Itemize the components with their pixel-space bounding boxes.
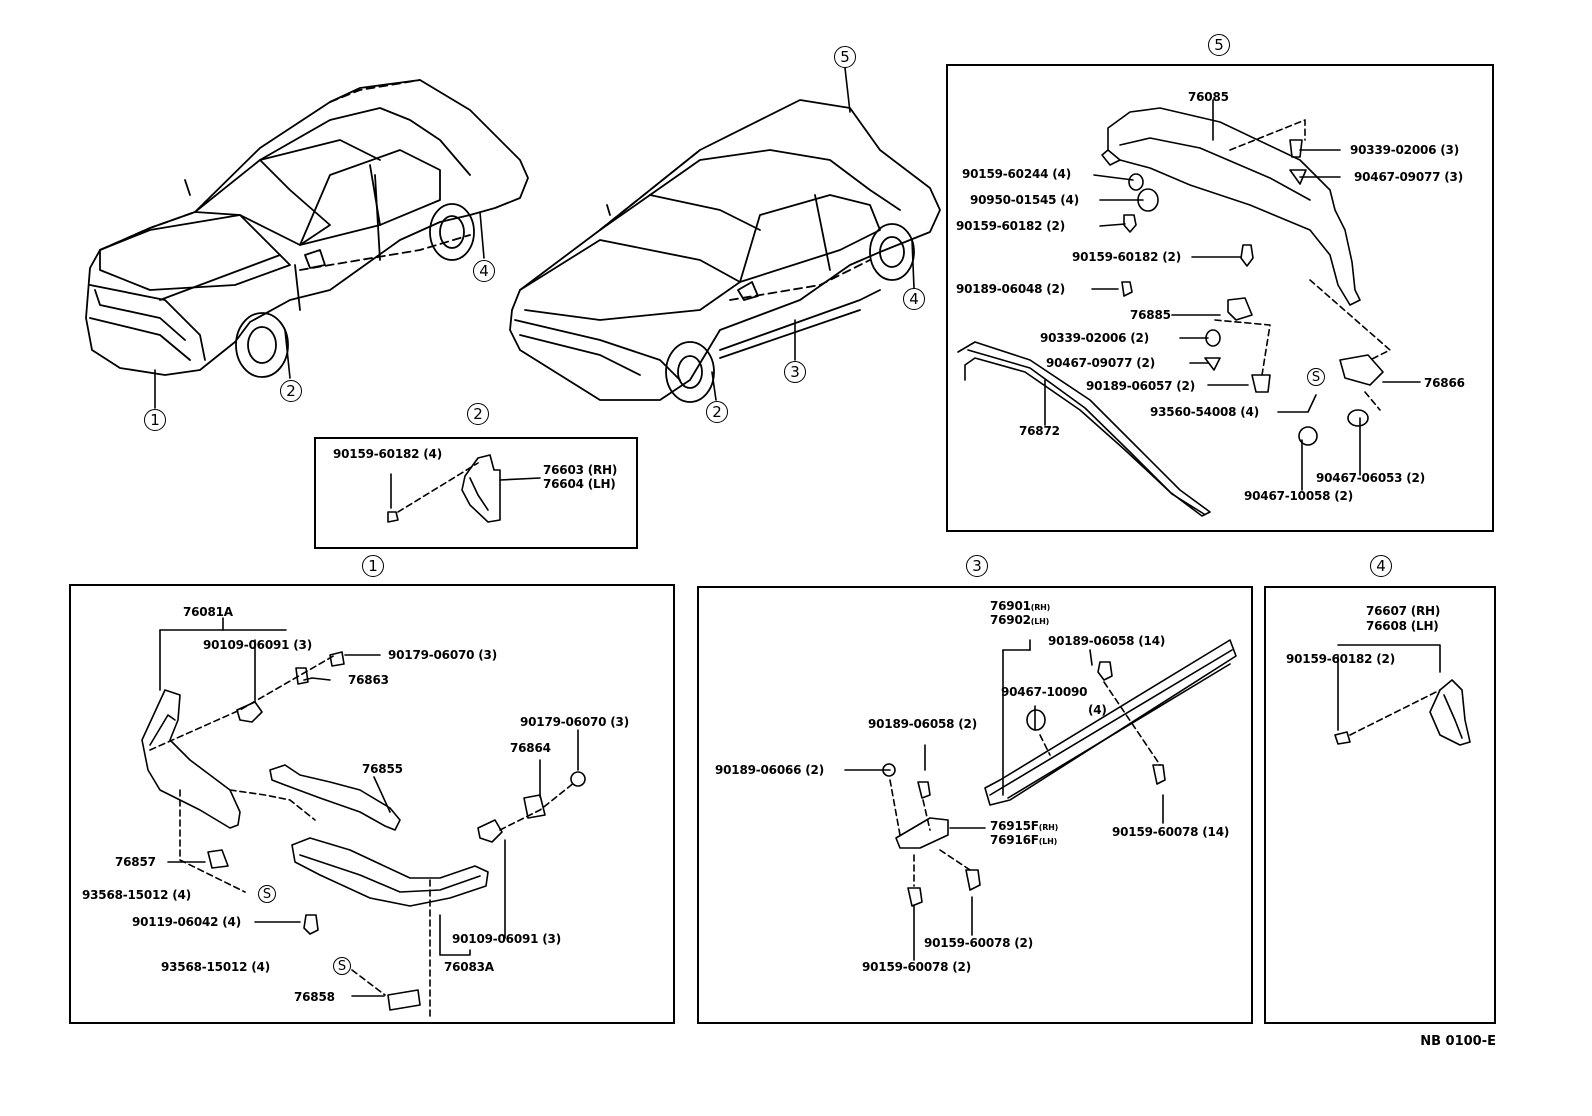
part-label-90189-06058-2: 90189-06058 (2) bbox=[868, 717, 977, 731]
part-label-90467-09077-b: 90467-09077 (3) bbox=[1354, 170, 1463, 184]
part-label-76872: 76872 bbox=[1019, 424, 1060, 438]
leader-sedan-2 bbox=[284, 329, 291, 379]
part-label-90159-60182-p4: 90159-60182 (2) bbox=[1286, 652, 1395, 666]
part-label-90159-60182-b: 90159-60182 (2) bbox=[1072, 250, 1181, 264]
part-label-90119-06042: 90119-06042 (4) bbox=[132, 915, 241, 929]
part-label-90467-10090: 90467-10090 bbox=[1001, 685, 1088, 699]
part-label-93568-15012-a: 93568-15012 (4) bbox=[82, 888, 191, 902]
panel-3-heading: 3 bbox=[966, 555, 988, 577]
leader-hatch-2 bbox=[711, 371, 717, 401]
callout-hatch-4: 4 bbox=[903, 288, 925, 310]
panel-5-heading: 5 bbox=[1208, 34, 1230, 56]
part-label-76085: 76085 bbox=[1188, 90, 1229, 104]
part-label-76604: 76604 (LH) bbox=[543, 477, 616, 491]
part-label-76083A: 76083A bbox=[444, 960, 494, 974]
part-label-90467-10090-qty: (4) bbox=[1088, 703, 1107, 717]
panel1-bumper-art bbox=[141, 617, 586, 1019]
panel-1-heading: 1 bbox=[362, 555, 384, 577]
panel4-mudguard-art bbox=[1334, 644, 1471, 746]
part-label-76857: 76857 bbox=[115, 855, 156, 869]
part-label-90159-60078-14: 90159-60078 (14) bbox=[1112, 825, 1230, 839]
hatchback-illustration bbox=[509, 99, 941, 403]
part-label-90159-60078-2b: 90159-60078 (2) bbox=[862, 960, 971, 974]
part-label-90467-09077-a: 90467-09077 (2) bbox=[1046, 356, 1155, 370]
part-label-76902: 76902(LH) bbox=[990, 613, 1050, 627]
part-label-90159-60182: 90159-60182 (4) bbox=[333, 447, 442, 461]
part-label-76915F: 76915F(RH) bbox=[990, 819, 1059, 833]
part-label-76901: 76901(RH) bbox=[990, 599, 1051, 613]
screw-symbol-panel1-b: S bbox=[333, 957, 351, 975]
screw-symbol-panel5: S bbox=[1307, 368, 1325, 386]
leader-hatch-5 bbox=[844, 67, 851, 113]
panel-2-heading: 2 bbox=[467, 403, 489, 425]
part-label-90159-60078-2a: 90159-60078 (2) bbox=[924, 936, 1033, 950]
panel-3-frame bbox=[697, 586, 1253, 1024]
callout-sedan-2: 2 bbox=[280, 380, 302, 402]
part-label-76608: 76608 (LH) bbox=[1366, 619, 1439, 633]
part-label-76607: 76607 (RH) bbox=[1366, 604, 1441, 618]
part-label-90467-06053: 90467-06053 (2) bbox=[1316, 471, 1425, 485]
part-label-76916F: 76916F(LH) bbox=[990, 833, 1058, 847]
part-label-90339-02006-a: 90339-02006 (2) bbox=[1040, 331, 1149, 345]
panel-1-frame bbox=[69, 584, 675, 1024]
part-label-76855: 76855 bbox=[362, 762, 403, 776]
drawing-number: NB 0100-E bbox=[1420, 1034, 1496, 1049]
part-label-76863: 76863 bbox=[348, 673, 389, 687]
part-label-90339-02006-b: 90339-02006 (3) bbox=[1350, 143, 1459, 157]
panel3-rocker-art bbox=[844, 639, 1237, 961]
callout-hatch-5: 5 bbox=[834, 46, 856, 68]
part-label-76603: 76603 (RH) bbox=[543, 463, 618, 477]
part-label-90159-60182-a: 90159-60182 (2) bbox=[956, 219, 1065, 233]
leader-hatch-4 bbox=[911, 239, 915, 289]
panel-4-frame bbox=[1264, 586, 1496, 1024]
part-label-76866: 76866 bbox=[1424, 376, 1465, 390]
part-label-76081A: 76081A bbox=[183, 605, 233, 619]
part-label-76858: 76858 bbox=[294, 990, 335, 1004]
panel-4-heading: 4 bbox=[1370, 555, 1392, 577]
part-label-90189-06048: 90189-06048 (2) bbox=[956, 282, 1065, 296]
part-label-90189-06066: 90189-06066 (2) bbox=[715, 763, 824, 777]
part-label-90159-60244: 90159-60244 (4) bbox=[962, 167, 1071, 181]
part-label-90109-06091-b: 90109-06091 (3) bbox=[452, 932, 561, 946]
part-label-93560-54008: 93560-54008 (4) bbox=[1150, 405, 1259, 419]
part-label-90950-01545: 90950-01545 (4) bbox=[970, 193, 1079, 207]
callout-hatch-2: 2 bbox=[706, 401, 728, 423]
leader-sedan-4 bbox=[479, 211, 485, 259]
part-label-90189-06058-14: 90189-06058 (14) bbox=[1048, 634, 1166, 648]
part-label-76885: 76885 bbox=[1130, 308, 1171, 322]
part-label-93568-15012-b: 93568-15012 (4) bbox=[161, 960, 270, 974]
part-label-90189-06057: 90189-06057 (2) bbox=[1086, 379, 1195, 393]
part-label-76864: 76864 bbox=[510, 741, 551, 755]
part-label-90179-06070-b: 90179-06070 (3) bbox=[520, 715, 629, 729]
screw-symbol-panel1-a: S bbox=[258, 885, 276, 903]
panel-2-frame bbox=[314, 437, 638, 549]
part-label-90467-10058: 90467-10058 (2) bbox=[1244, 489, 1353, 503]
callout-hatch-3: 3 bbox=[784, 361, 806, 383]
callout-sedan-4: 4 bbox=[473, 260, 495, 282]
callout-sedan-1: 1 bbox=[144, 409, 166, 431]
sedan-illustration bbox=[85, 79, 529, 378]
panel-5-frame bbox=[946, 64, 1494, 532]
part-label-90109-06091-a: 90109-06091 (3) bbox=[203, 638, 312, 652]
panel5-spoiler-art bbox=[957, 99, 1421, 517]
part-label-90179-06070-a: 90179-06070 (3) bbox=[388, 648, 497, 662]
panel2-mudguard-art bbox=[387, 454, 541, 523]
